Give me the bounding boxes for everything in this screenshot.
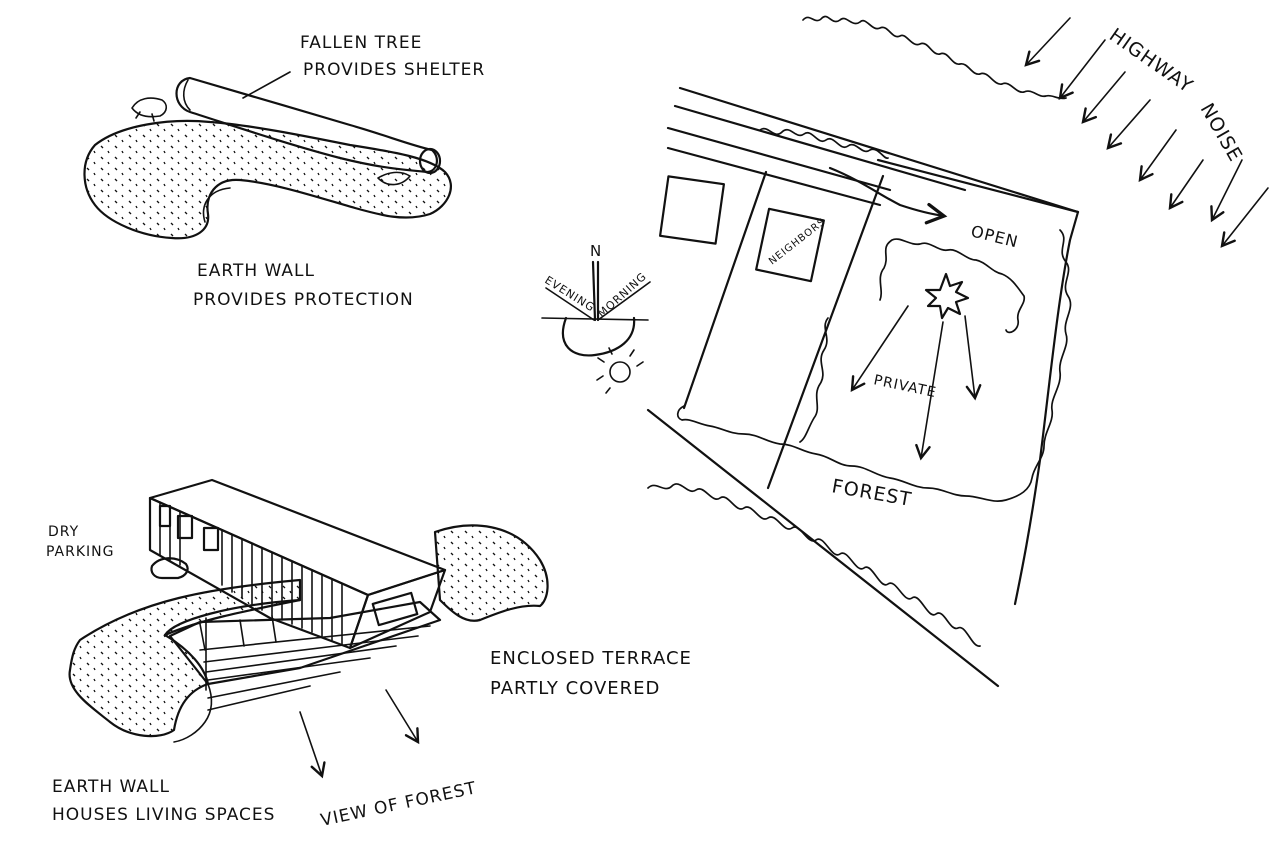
sun-icon <box>596 347 644 394</box>
highway-noise-label-line1: HIGHWAY <box>1105 24 1197 98</box>
private-center-marker <box>924 272 970 320</box>
tree-stump <box>131 97 168 122</box>
access-arrow <box>828 166 948 225</box>
earth-wall-protection-line2: PROVIDES PROTECTION <box>193 290 414 310</box>
north-label: N <box>590 242 602 260</box>
fallen-tree-sketch: FALLEN TREE PROVIDES SHELTER EARTH WALL … <box>83 33 485 310</box>
forest-edge <box>647 483 981 647</box>
terrace-label-line2: PARTLY COVERED <box>490 678 660 699</box>
earth-wall-back <box>433 524 549 622</box>
open-label: OPEN <box>969 221 1020 251</box>
private-label: PRIVATE <box>872 372 938 401</box>
neighbor-house-right <box>755 207 825 283</box>
private-enclosure-hedge <box>879 238 1026 334</box>
end-window <box>371 591 419 627</box>
sun-path-arc <box>561 316 636 357</box>
facade-window-1 <box>176 514 194 540</box>
view-arrow-right <box>385 689 420 745</box>
earth-wall-living-line2: HOUSES LIVING SPACES <box>52 805 275 825</box>
facade-window-2 <box>202 526 220 552</box>
terrace-label-line1: ENCLOSED TERRACE <box>490 648 692 669</box>
building-facade <box>148 496 370 650</box>
neighbor-house-left <box>658 175 726 245</box>
site-plan-sketch: HIGHWAY NOISE NEIGHBORS OPEN <box>646 15 1269 688</box>
fallen-tree-label-line2: PROVIDES SHELTER <box>303 60 485 80</box>
dry-parking-line1: DRY <box>48 524 79 540</box>
earth-mound <box>83 119 452 240</box>
dry-parking-line2: PARKING <box>46 544 114 560</box>
car-icon <box>150 557 189 580</box>
view-arrow-left <box>299 711 326 779</box>
property-boundary <box>876 158 1080 606</box>
building-sketch: DRY PARKING ENCLOSED TERRACE PARTLY COVE… <box>46 478 692 831</box>
road <box>666 86 1080 214</box>
morning-label: MORNING <box>595 270 649 320</box>
highway-edge <box>802 15 1067 100</box>
earth-wall-living-line1: EARTH WALL <box>52 777 170 797</box>
earth-wall-protection-line1: EARTH WALL <box>197 261 315 281</box>
evening-label: EVENING <box>542 274 597 315</box>
north-needle <box>591 260 597 322</box>
highway-noise-arrows <box>1024 17 1269 248</box>
sun-path-diagram: N EVENING MORNING <box>541 242 651 394</box>
facade-window-3 <box>158 504 172 528</box>
building-roof <box>148 478 447 597</box>
fallen-tree-label-line1: FALLEN TREE <box>300 33 422 53</box>
view-of-forest-label: VIEW OF FOREST <box>319 778 479 831</box>
highway-noise-label-line2: NOISE <box>1196 100 1247 166</box>
